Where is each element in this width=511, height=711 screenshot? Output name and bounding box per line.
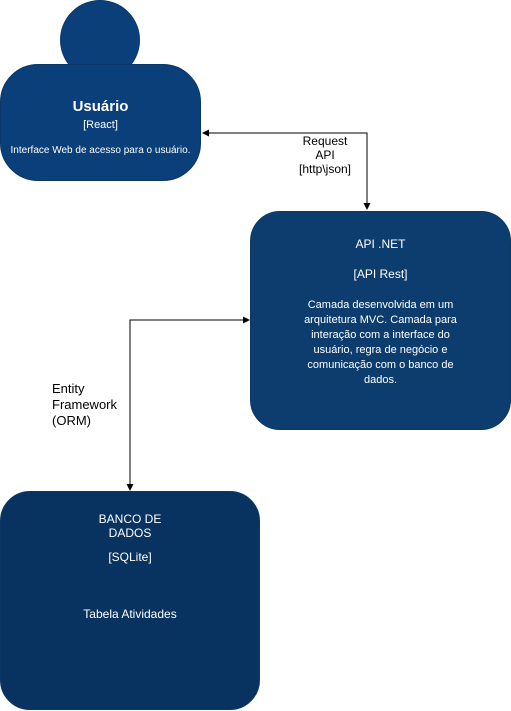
database-title: BANCO DE DADOS	[98, 512, 162, 540]
edge-label-api-db: Entity Framework (ORM)	[52, 381, 132, 429]
edge-label-user-api: Request API [http\json]	[295, 134, 355, 176]
api-container[interactable]: API .NET [API Rest] Camada desenvolvida …	[250, 211, 511, 430]
database-description: Tabela Atividades	[83, 607, 177, 621]
person-tech: [React]	[83, 119, 118, 131]
edge-label-line: [http\json]	[298, 162, 352, 176]
arrowhead-down	[363, 203, 371, 210]
api-title: API .NET	[355, 237, 406, 251]
person-description: Interface Web de acesso para o usuário.	[10, 145, 191, 156]
arrowhead-down	[126, 484, 134, 491]
person-name: Usuário	[72, 98, 129, 115]
arrowhead-right	[243, 316, 250, 324]
edge-label-line: Framework	[52, 397, 118, 412]
arrowhead-left	[202, 129, 209, 137]
edge-api-db[interactable]	[126, 316, 251, 492]
edge-label-line: API	[315, 148, 335, 162]
edge-label-line: Entity	[52, 381, 85, 396]
edge-user-api[interactable]	[202, 129, 371, 211]
api-description: Camada desenvolvida em um arquitetura MV…	[304, 299, 457, 386]
edge-label-line: Request	[302, 134, 348, 148]
database-container[interactable]: BANCO DE DADOS [SQLite] Tabela Atividade…	[0, 491, 260, 710]
edge-label-line: (ORM)	[52, 413, 91, 428]
api-tech: [API Rest]	[353, 267, 408, 281]
person-user[interactable]: Usuário [React] Interface Web de acesso …	[0, 64, 201, 181]
database-tech: [SQLite]	[108, 550, 152, 564]
